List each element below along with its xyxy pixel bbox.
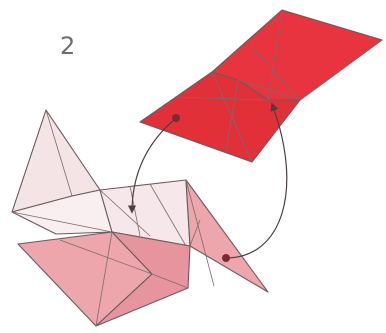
red-paper-sheet: [140, 10, 382, 162]
pink-flap-right: [186, 180, 268, 292]
arrow-start-dot: [172, 114, 180, 122]
arrow-start-dot: [222, 254, 230, 262]
step-number: 2: [60, 34, 75, 58]
